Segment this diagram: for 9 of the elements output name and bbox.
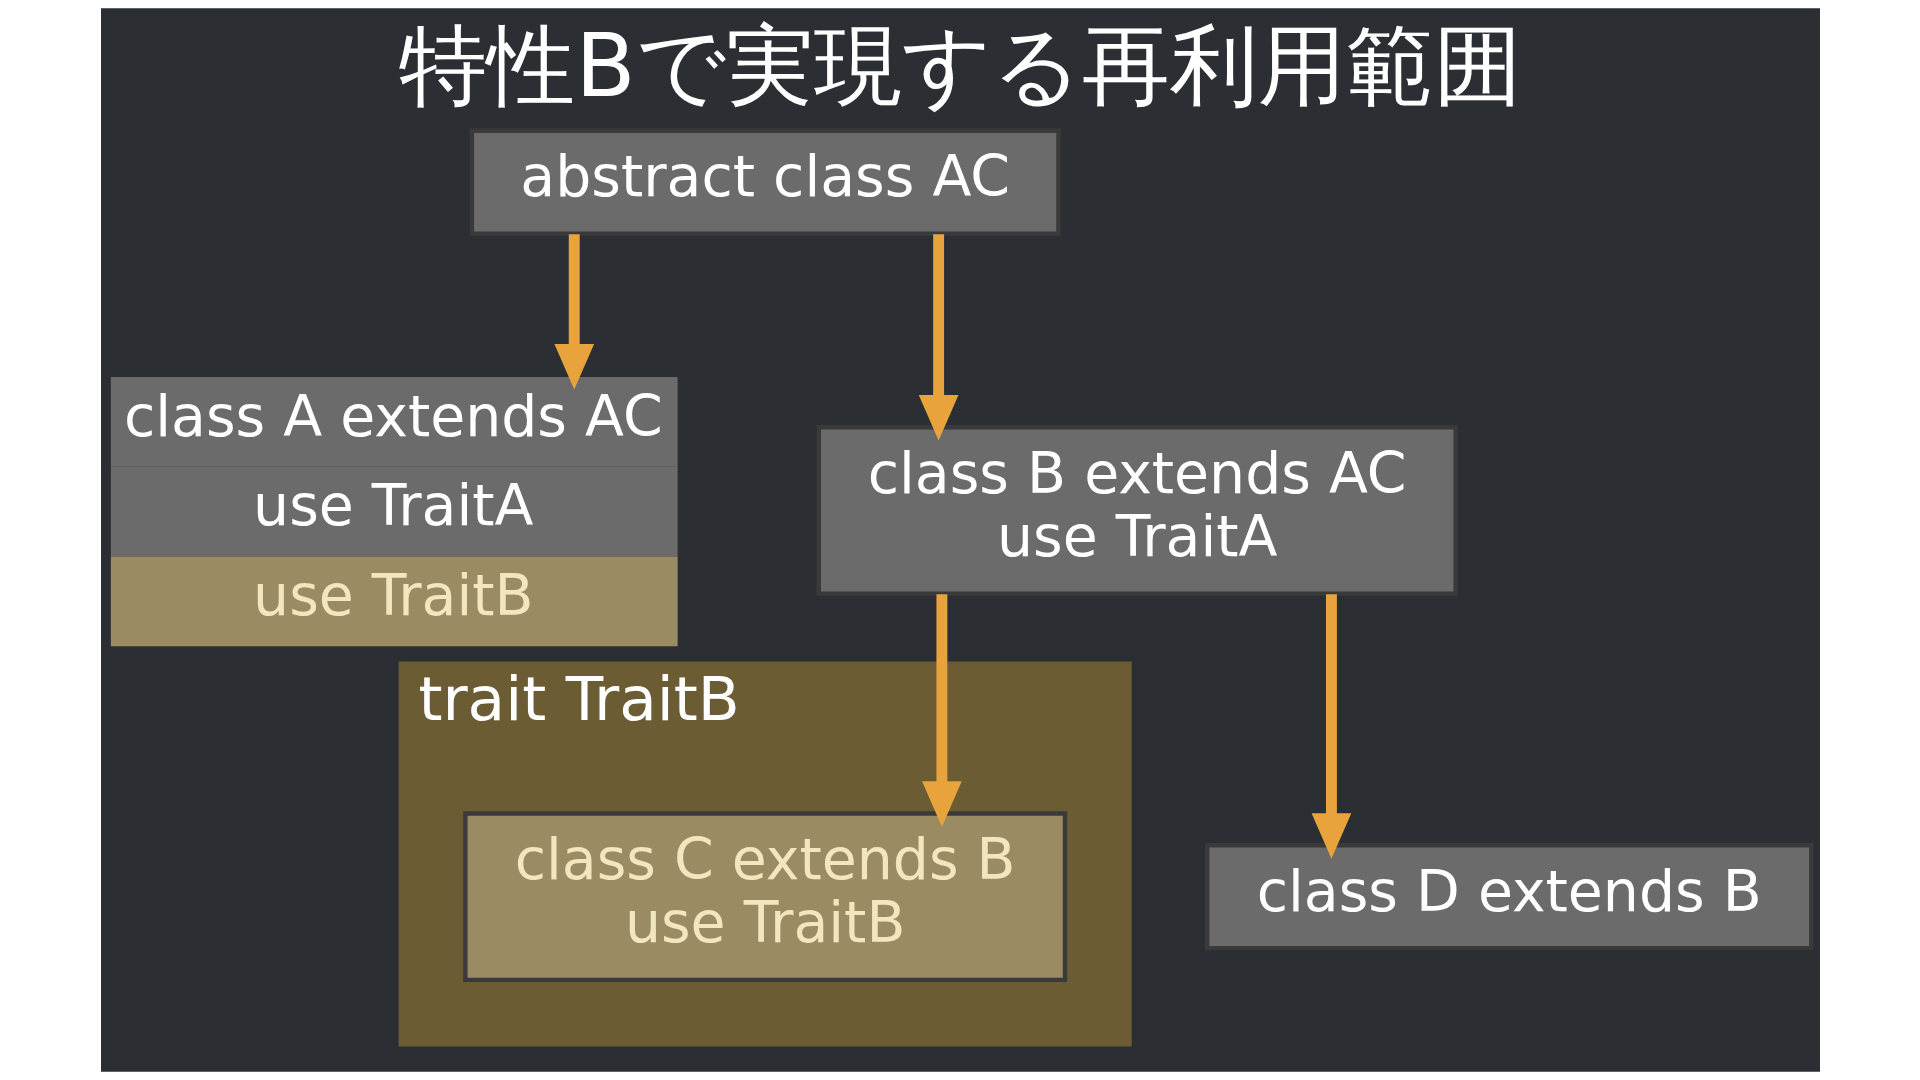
arrow [553, 234, 594, 390]
diagram-title: 特性Bで実現する再利用範囲 [398, 14, 1522, 117]
node-box: class B extends AC use TraitA [816, 425, 1458, 596]
node-box: abstract class AC [469, 128, 1061, 236]
node-box: class D extends B [1204, 843, 1813, 951]
node-box: class C extends B use TraitB [462, 811, 1067, 983]
arrow [918, 234, 958, 441]
arrow [1311, 594, 1351, 859]
arrow [921, 594, 962, 827]
